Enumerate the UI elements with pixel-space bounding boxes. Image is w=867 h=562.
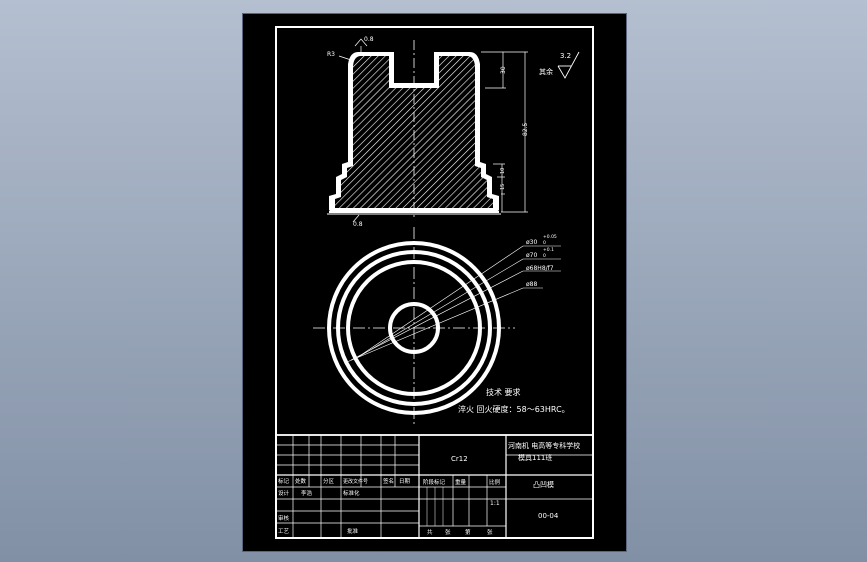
process-label: 工艺	[278, 528, 290, 535]
approve-label: 批准	[347, 527, 359, 535]
scale-label: 比例	[489, 478, 501, 486]
dia-label-1: ø30	[526, 239, 537, 246]
roughness-value: 3.2	[560, 52, 571, 60]
roughness-rest-label: 其余	[539, 67, 553, 76]
dia-tol-1-low: 0	[543, 240, 546, 246]
cad-drawing: 30 82.5 10 15 R3 0.8 0.8 3.2 其余	[275, 26, 594, 539]
drawing-number: 00-04	[538, 512, 559, 520]
standardization-label: 标准化	[343, 489, 360, 497]
title-block-text: Cr12 河南机 电高等专科学校 模具111班 凸凹模 00-04 1:1 标记…	[278, 441, 580, 536]
dia-label-4: ø88	[526, 281, 537, 288]
drawing-sheet: 30 82.5 10 15 R3 0.8 0.8 3.2 其余	[242, 13, 627, 552]
dia-label-3: ø68H8/f7	[526, 265, 554, 272]
part-name: 凸凹模	[533, 480, 554, 489]
dia-tol-1: +0.05	[543, 234, 557, 240]
tech-req-text: 淬火 回火硬度：58～63HRC。	[458, 404, 570, 414]
review-label: 审核	[278, 514, 290, 522]
dia-tol-2: +0.1	[543, 247, 554, 253]
material: Cr12	[451, 455, 468, 463]
dim-top-height: 30	[500, 66, 507, 74]
dia-label-2: ø70	[526, 252, 537, 259]
title-block	[275, 434, 594, 539]
dim-step-b: 15	[500, 184, 506, 190]
section-view: 30 82.5 10 15 R3 0.8 0.8	[327, 36, 529, 228]
change-doc: 更改文件号	[343, 478, 368, 485]
change-date: 日期	[399, 478, 411, 485]
stage-mark-label: 阶段标记	[423, 478, 446, 486]
tech-req-title: 技术 要求	[486, 387, 521, 397]
school-name: 河南机 电高等专科学校	[508, 441, 580, 450]
designer-name: 李浩	[301, 489, 313, 497]
change-mark: 标记	[278, 477, 290, 485]
design-label: 设计	[278, 489, 290, 497]
sheet-total: 共	[427, 528, 433, 536]
sheet-current: 第	[465, 528, 471, 536]
roughness-symbol: 3.2 其余	[539, 51, 580, 79]
top-view: ø30 +0.05 0 ø70 +0.1 0 ø68H8/f7 ø88	[313, 227, 561, 427]
sheet-unit-1: 张	[445, 528, 451, 536]
change-zone: 分区	[323, 477, 335, 485]
dim-step-a: 10	[500, 168, 506, 174]
class-name: 模具111班	[518, 453, 552, 462]
callout-bottom: 0.8	[353, 221, 363, 228]
dia-tol-2-low: 0	[543, 253, 546, 259]
sheet-unit-2: 张	[487, 528, 493, 536]
dim-total-height: 82.5	[522, 122, 529, 136]
change-sign: 签名	[383, 477, 394, 485]
scale-value: 1:1	[490, 500, 500, 507]
weight-label: 重量	[455, 478, 467, 486]
change-count: 处数	[295, 477, 307, 485]
callout-chamfer: R3	[327, 51, 335, 58]
callout-top: 0.8	[364, 36, 374, 43]
